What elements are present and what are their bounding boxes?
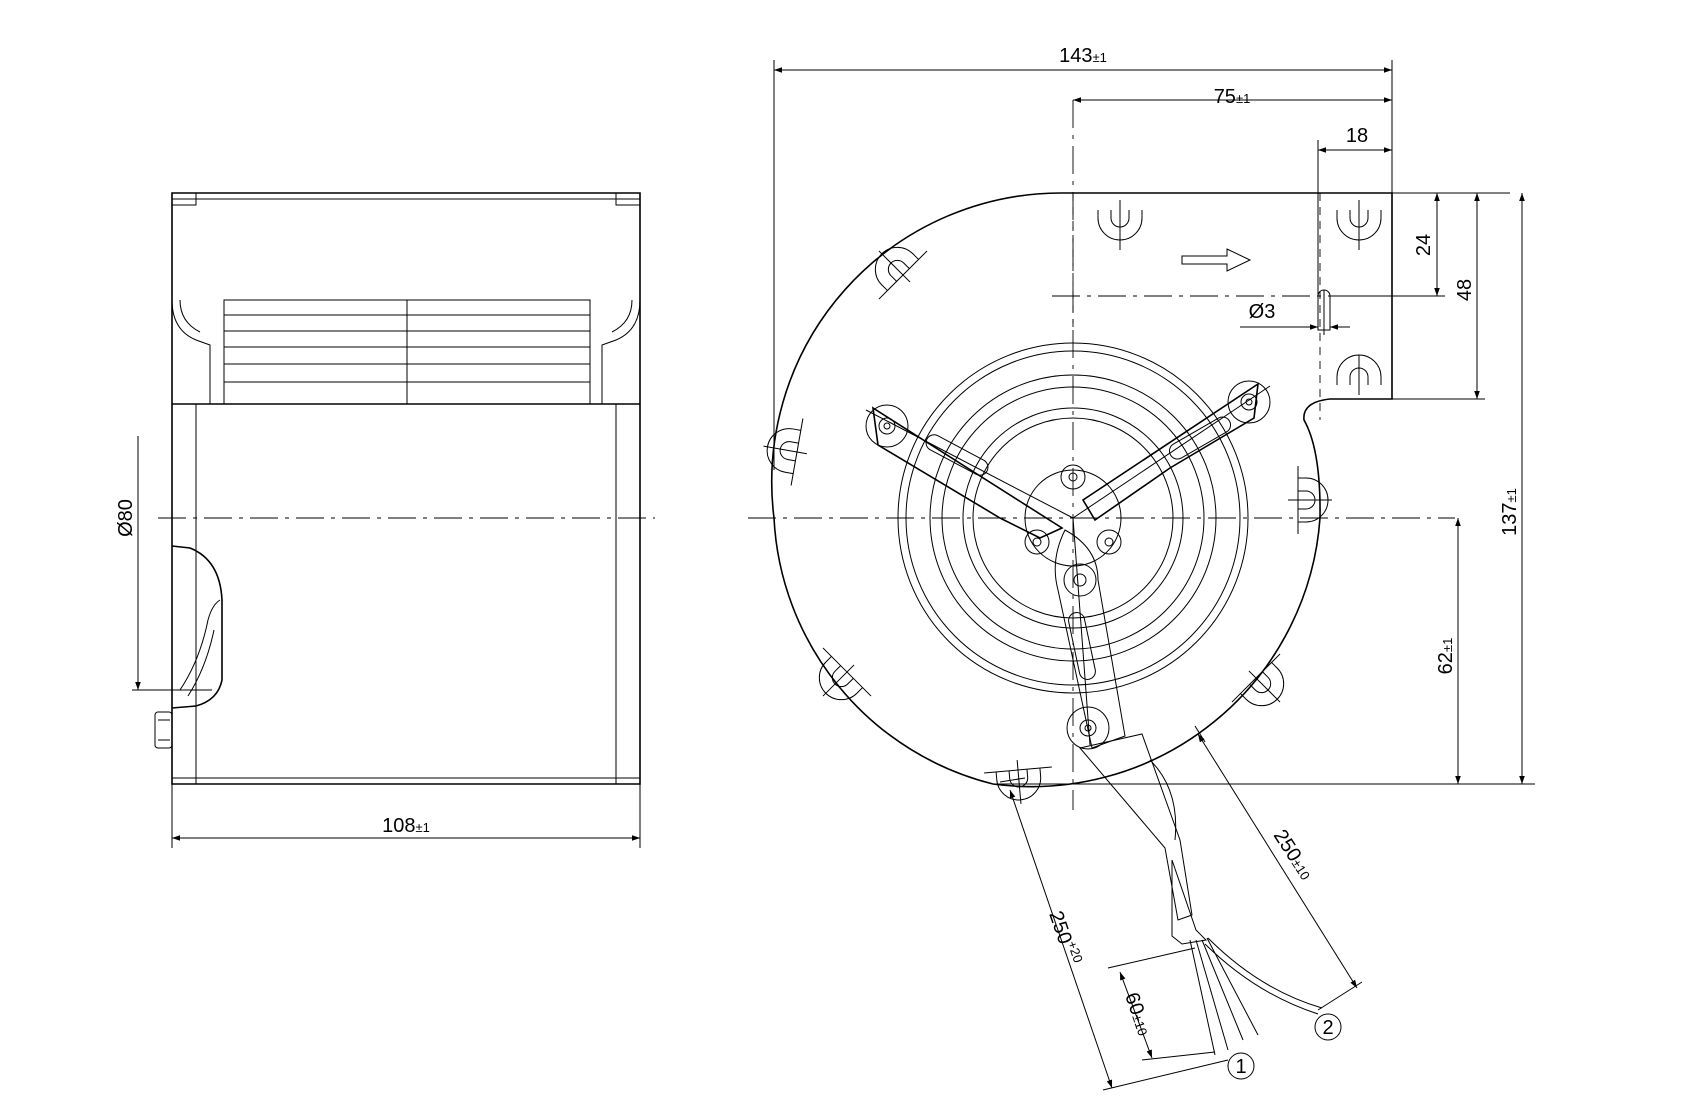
svg-text:250±10: 250±10: [1269, 826, 1317, 884]
dim-inlet-diameter: Ø80: [115, 436, 210, 691]
scroll-housing: [771, 192, 1393, 788]
outlet-grille: [223, 299, 591, 405]
dim-flange-height-value: 48: [1454, 279, 1476, 301]
dim-shaft-to-edge-value: 75: [1214, 86, 1236, 108]
dim-hole-diameter-value: Ø3: [1249, 301, 1276, 323]
dim-side-width-value: 108: [382, 815, 415, 837]
dim-cable1-length: 250+20: [999, 777, 1229, 1091]
mounting-slot: [1288, 466, 1332, 534]
callout-cable-2: 2: [1314, 1013, 1342, 1041]
mounting-slot: [1097, 200, 1143, 250]
dim-overall-height-tol: ±1: [1504, 488, 1519, 502]
dim-hole-height-value: 24: [1413, 234, 1435, 256]
svg-text:108±1: 108±1: [382, 815, 430, 837]
mounting-slots: [763, 200, 1382, 804]
dim-flange-height: 48: [1392, 193, 1485, 400]
airflow-arrow-icon: [1181, 248, 1252, 272]
cable-assembly: [1079, 733, 1323, 1056]
dim-overall-width-tol: ±1: [1093, 50, 1107, 65]
svg-text:250+20: 250+20: [1044, 907, 1086, 968]
svg-text:62±1: 62±1: [1435, 638, 1457, 675]
dim-hole-diameter: Ø3: [1240, 301, 1350, 330]
mounting-slot: [984, 759, 1052, 804]
mounting-slot: [1336, 354, 1382, 395]
dim-center-height-tol: ±1: [1440, 638, 1455, 652]
dim-center-height: 62±1: [1435, 518, 1461, 784]
dim-hole-offset: 18: [1317, 125, 1393, 320]
dim-cable1-length-tol: +20: [1065, 939, 1086, 965]
motor-housing: [154, 545, 223, 749]
motor-bracket: [865, 380, 1271, 750]
mounting-slot: [763, 418, 807, 486]
svg-text:60±10: 60±10: [1120, 990, 1155, 1039]
dim-center-height-value: 62: [1435, 652, 1457, 674]
dim-overall-height-value: 137: [1499, 503, 1521, 536]
callout-cable-1: 1: [1227, 1052, 1255, 1080]
dim-strip-length-tol: ±10: [1129, 1012, 1150, 1037]
dim-strip-length: 60±10: [1107, 947, 1216, 1061]
front-view: 143±1 75±1 18 Ø3 24: [748, 45, 1535, 1091]
mounting-slot: [1231, 653, 1285, 707]
hole-o3: [1317, 289, 1331, 335]
dim-cable2-length: 250±10: [1194, 725, 1363, 1011]
callout-cable-2-label: 2: [1322, 1017, 1333, 1039]
dim-hole-offset-value: 18: [1346, 125, 1368, 147]
dim-hole-height: 24: [1350, 192, 1510, 297]
dim-side-width: 108±1: [171, 784, 641, 848]
mounting-slot: [818, 647, 872, 701]
dim-inlet-diameter-value: Ø80: [115, 499, 137, 537]
mounting-slot: [874, 246, 928, 300]
dim-side-width-tol: ±1: [416, 820, 430, 835]
svg-text:143±1: 143±1: [1059, 45, 1107, 67]
dim-shaft-to-edge: 75±1: [1073, 86, 1392, 108]
dim-overall-height: 137±1: [993, 193, 1535, 785]
svg-text:75±1: 75±1: [1214, 86, 1251, 108]
dim-overall-width-value: 143: [1059, 45, 1092, 67]
svg-text:137±1: 137±1: [1499, 488, 1521, 536]
side-view: Ø80 108±1: [115, 192, 655, 848]
dim-overall-width: 143±1: [773, 45, 1393, 470]
mounting-slot: [1336, 200, 1382, 250]
callout-cable-1-label: 1: [1235, 1056, 1246, 1078]
dim-shaft-to-edge-tol: ±1: [1236, 91, 1250, 106]
